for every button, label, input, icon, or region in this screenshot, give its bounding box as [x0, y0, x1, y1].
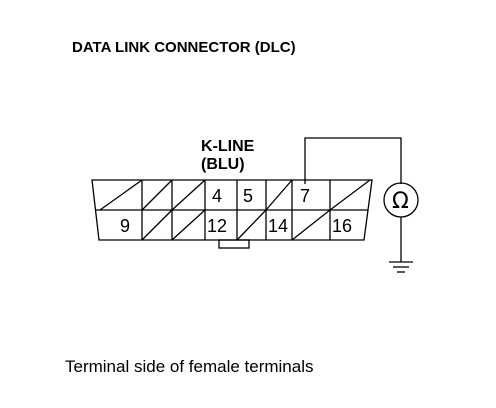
pin-9-label: 9 [120, 216, 130, 236]
pin-5-label: 5 [243, 186, 253, 206]
pin-12-label: 12 [207, 216, 227, 236]
k-line-label: K-LINE [201, 138, 255, 155]
pin-4-label: 4 [212, 186, 222, 206]
pin-14-label: 14 [268, 216, 288, 236]
pin-16-label: 16 [332, 216, 352, 236]
connector-body [91, 179, 373, 249]
ohmmeter: Ω [383, 182, 419, 218]
ground-icon [389, 261, 413, 273]
ohm-icon: Ω [392, 189, 409, 214]
pin-7-label: 7 [300, 186, 310, 206]
probe-wire [304, 137, 402, 184]
diagram-title: DATA LINK CONNECTOR (DLC) [72, 39, 296, 56]
diagram-caption: Terminal side of female terminals [65, 357, 313, 376]
wire-color-label: (BLU) [201, 156, 245, 173]
